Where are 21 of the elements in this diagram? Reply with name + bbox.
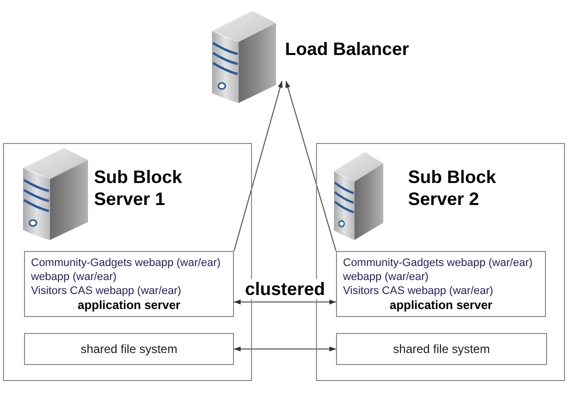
server-title: Load Balancer <box>285 38 410 60</box>
app-server-panel <box>336 251 546 317</box>
server-title: Sub Block Server 1 <box>94 166 184 210</box>
webapp-entry: webapp (war/ear) <box>343 270 429 284</box>
arrow <box>234 346 336 352</box>
webapp-entry: Visitors CAS webapp (war/ear) <box>31 284 182 298</box>
panel-caption: application server <box>76 298 182 313</box>
arrow <box>234 80 283 252</box>
app-server-panel <box>24 251 234 317</box>
webapp-entry: webapp (war/ear) <box>31 270 117 284</box>
panel-text: shared file system <box>392 342 491 357</box>
storage-panel <box>336 333 547 365</box>
panel-text: shared file system <box>80 342 178 357</box>
server-title: Sub Block Server 2 <box>408 166 498 210</box>
arrow <box>285 80 336 252</box>
webapp-entry: Community-Gadgets webapp (war/ear) <box>343 256 533 270</box>
webapp-entry: Visitors CAS webapp (war/ear) <box>343 284 494 298</box>
panel-caption: application server <box>388 298 494 313</box>
storage-panel <box>24 333 234 365</box>
webapp-entry: Community-Gadgets webapp (war/ear) <box>31 256 221 270</box>
arrow <box>234 300 336 304</box>
